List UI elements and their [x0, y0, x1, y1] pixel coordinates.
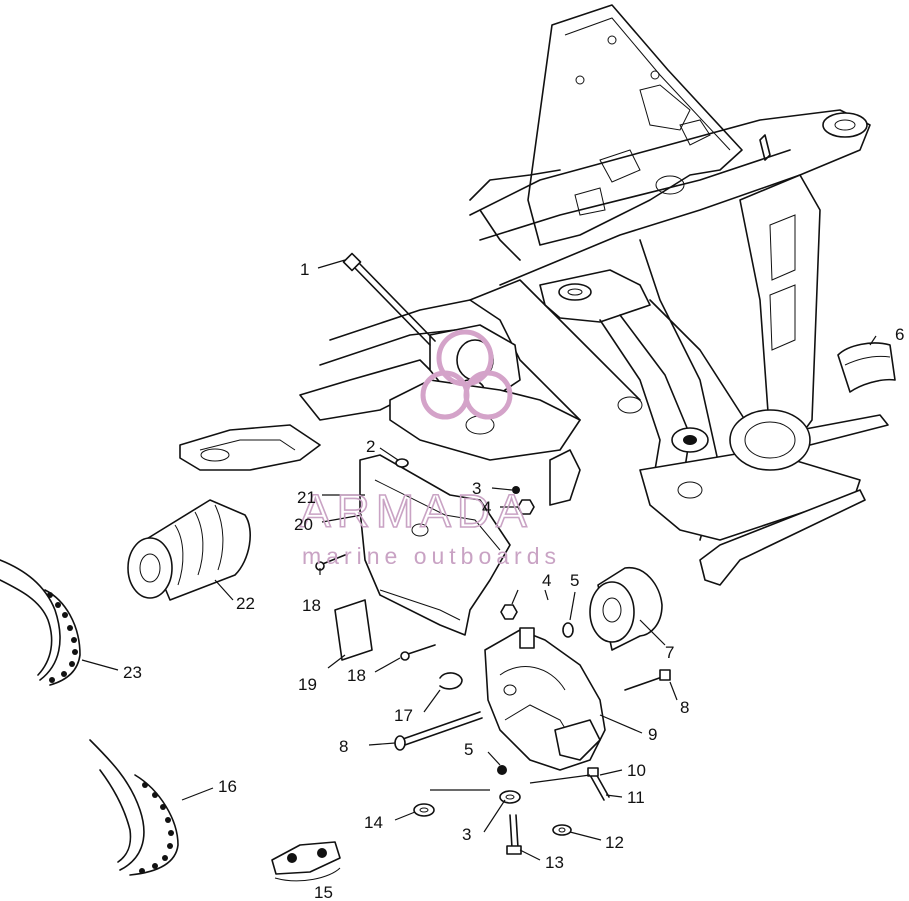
callout-4: 4 — [482, 498, 491, 517]
callout-3: 3 — [462, 825, 471, 844]
fasteners — [315, 252, 671, 855]
callout-18: 18 — [302, 596, 321, 615]
watermark-tagline: marine outboards — [302, 543, 561, 569]
watermark-logo-icon — [420, 329, 513, 420]
part-20-cover — [359, 454, 511, 636]
part-15-connector-link — [271, 841, 341, 882]
callout-1: 1 — [300, 260, 309, 279]
callout-17: 17 — [394, 706, 413, 725]
callout-21: 21 — [297, 488, 316, 507]
leader-lines — [81, 259, 877, 861]
callout-7: 7 — [665, 643, 674, 662]
callout-2: 2 — [366, 437, 375, 456]
callout-labels: 1 2 3 3 4 4 5 5 6 7 8 8 9 10 11 12 13 14… — [123, 260, 904, 901]
callout-9: 9 — [648, 725, 657, 744]
main-frame — [179, 4, 889, 586]
callout-3: 3 — [472, 479, 481, 498]
callout-13: 13 — [545, 853, 564, 872]
watermark-brand: ARMADA — [300, 485, 533, 537]
callout-12: 12 — [605, 833, 624, 852]
callout-16: 16 — [218, 777, 237, 796]
callout-10: 10 — [627, 761, 646, 780]
part-6-half-bushing — [837, 342, 896, 393]
part-16-chain — [89, 739, 179, 876]
callout-20: 20 — [294, 515, 313, 534]
part-22-roller — [127, 499, 251, 601]
callout-14: 14 — [364, 813, 383, 832]
callout-5: 5 — [464, 740, 473, 759]
callout-11: 11 — [627, 788, 645, 807]
callout-19: 19 — [298, 675, 317, 694]
callout-5: 5 — [570, 571, 579, 590]
callout-8: 8 — [339, 737, 348, 756]
callout-6: 6 — [895, 325, 904, 344]
callout-23: 23 — [123, 663, 142, 682]
part-7-cylinder — [589, 567, 663, 651]
part-19-label — [334, 599, 373, 661]
part-23-chain — [0, 559, 81, 686]
part-9-housing — [484, 627, 606, 771]
callout-8: 8 — [680, 698, 689, 717]
callout-4: 4 — [542, 571, 551, 590]
watermark: ARMADA marine outboards — [299, 329, 561, 569]
callout-15: 15 — [314, 883, 333, 901]
callout-22: 22 — [236, 594, 255, 613]
callout-18: 18 — [347, 666, 366, 685]
